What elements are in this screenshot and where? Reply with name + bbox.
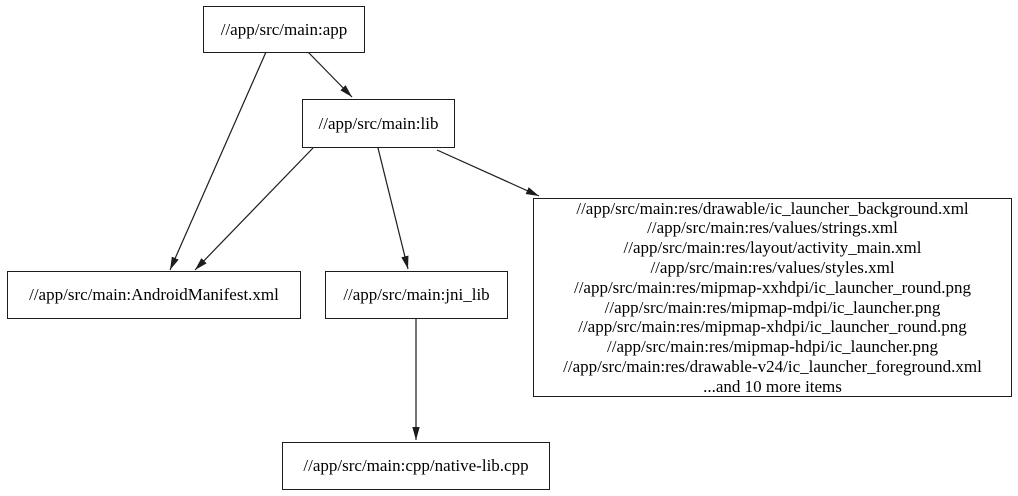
res-group-line: //app/src/main:res/mipmap-hdpi/ic_launch… (607, 337, 938, 357)
res-group-line: //app/src/main:res/values/strings.xml (647, 218, 898, 238)
node-lib-target: //app/src/main:lib (302, 99, 455, 148)
node-app-target: //app/src/main:app (203, 6, 365, 53)
res-group-line: //app/src/main:res/drawable/ic_launcher_… (576, 198, 969, 218)
node-native-lib-cpp: //app/src/main:cpp/native-lib.cpp (282, 442, 550, 490)
node-android-manifest: //app/src/main:AndroidManifest.xml (7, 271, 301, 319)
edge-app-to-manifest (169, 51, 267, 271)
res-group-line: //app/src/main:res/mipmap-mdpi/ic_launch… (604, 297, 941, 317)
res-group-line: //app/src/main:res/mipmap-xxhdpi/ic_laun… (573, 277, 972, 297)
edge-lib-to-res-group (436, 149, 540, 197)
res-group-line: //app/src/main:res/mipmap-xhdpi/ic_launc… (578, 317, 967, 337)
edge-lib-to-jni-lib (377, 147, 409, 270)
node-resources-group: //app/src/main:res/drawable/ic_launcher_… (533, 198, 1012, 397)
edge-app-to-lib (307, 51, 353, 98)
res-group-line: //app/src/main:res/drawable-v24/ic_launc… (563, 356, 982, 376)
res-group-line: //app/src/main:res/layout/activity_main.… (623, 238, 922, 258)
res-group-line: //app/src/main:res/values/styles.xml (650, 257, 895, 277)
node-jni-lib-target: //app/src/main:jni_lib (325, 271, 508, 319)
res-group-more-items: ...and 10 more items (703, 376, 842, 396)
edge-lib-to-manifest (194, 147, 314, 271)
